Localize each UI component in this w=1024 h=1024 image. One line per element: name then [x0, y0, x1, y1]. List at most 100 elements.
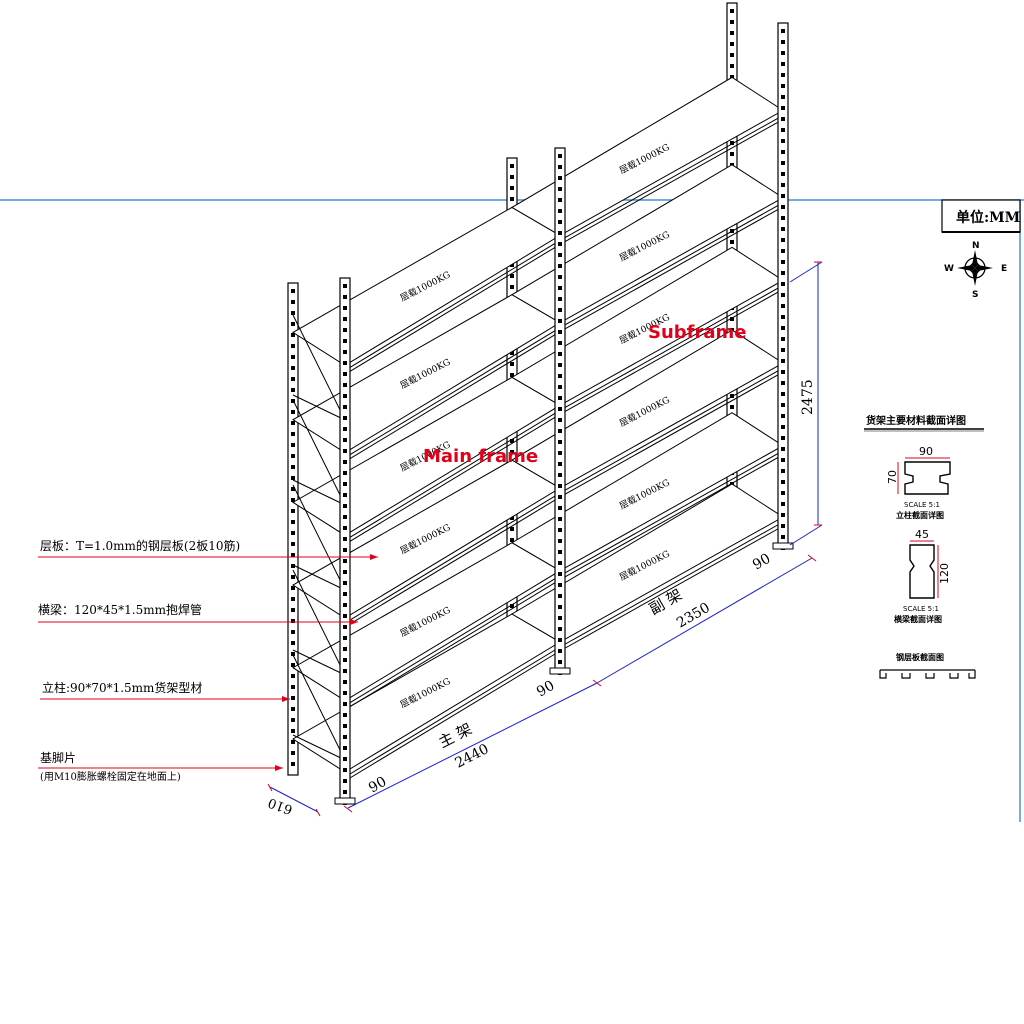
back-post-hole: [291, 410, 295, 414]
callout-upright: 立柱:90*70*1.5mm货架型材: [42, 680, 202, 695]
compass-icon: N S E W: [944, 241, 1007, 300]
front-post-1-hole: [558, 517, 562, 521]
front-post-0-hole: [343, 746, 347, 750]
back-post-hole: [291, 762, 295, 766]
front-post-2-hole: [781, 469, 785, 473]
front-post-0-hole: [343, 339, 347, 343]
front-post-2-hole: [781, 95, 785, 99]
front-post-2-hole: [781, 62, 785, 66]
back-post-hole: [291, 432, 295, 436]
beam-front: [559, 114, 784, 241]
beam-front: [344, 327, 561, 459]
beam-front: [344, 409, 561, 541]
front-post-2-hole: [781, 249, 785, 253]
front-post-0-hole: [343, 284, 347, 288]
back-post-hole: [291, 674, 295, 678]
beam-front-lower: [344, 331, 561, 463]
front-post-0-hole: [343, 306, 347, 310]
front-post-2-hole: [781, 403, 785, 407]
front-post-1-hole: [558, 319, 562, 323]
front-post-2-hole: [781, 315, 785, 319]
front-post-2-footplate: [772, 542, 794, 550]
front-post-0-hole: [343, 680, 347, 684]
front-post-0-hole: [343, 636, 347, 640]
back-post-hole: [510, 175, 514, 179]
front-post-2-hole: [781, 392, 785, 396]
front-post-0-hole: [343, 482, 347, 486]
back-post-hole: [730, 31, 734, 35]
front-post-1-hole: [558, 627, 562, 631]
brace-horiz: [292, 649, 346, 676]
front-post-1-hole: [558, 506, 562, 510]
front-post-2-hole: [781, 40, 785, 44]
front-post-1-hole: [558, 385, 562, 389]
dim-post-c: 90: [750, 551, 773, 574]
front-post-0-hole: [343, 603, 347, 607]
front-post-0-hole: [343, 669, 347, 673]
back-post-hole: [730, 64, 734, 68]
front-post-1-hole: [558, 154, 562, 158]
beam-front-lower: [344, 496, 561, 628]
front-post-0-hole: [343, 295, 347, 299]
back-post-hole: [291, 443, 295, 447]
front-post-2-hole: [781, 370, 785, 374]
front-post-0-hole: [343, 537, 347, 541]
front-post-0-hole: [343, 405, 347, 409]
front-post-1-hole: [558, 165, 562, 169]
back-post-hole: [291, 729, 295, 733]
front-post-0-hole: [343, 702, 347, 706]
front-post-2-hole: [781, 260, 785, 264]
beam-front: [344, 575, 561, 707]
back-post-hole: [730, 317, 734, 321]
back-post-hole: [291, 707, 295, 711]
back-post-hole: [291, 465, 295, 469]
brace-horiz: [292, 394, 346, 421]
callout-deck: 层板：T=1.0mm的钢层板(2板10筋): [40, 538, 240, 553]
back-post-hole: [510, 516, 514, 520]
beam-front-lower: [344, 243, 561, 375]
back-post-hole: [291, 531, 295, 535]
front-post-0-hole: [343, 647, 347, 651]
back-post-hole: [291, 553, 295, 557]
front-post-2-hole: [781, 150, 785, 154]
beam-section-icon: [909, 540, 939, 599]
front-post-0-hole: [343, 383, 347, 387]
front-post-0-hole: [343, 724, 347, 728]
back-post-hole: [291, 289, 295, 293]
beam-front-lower: [344, 650, 561, 782]
front-post-2-hole: [781, 524, 785, 528]
front-post-1-hole: [558, 176, 562, 180]
compass-s: S: [972, 290, 978, 300]
back-post-hole: [510, 274, 514, 278]
brace-diag: [292, 399, 346, 506]
back-post-hole: [291, 575, 295, 579]
deck-caption: 钢层板截面图: [896, 652, 944, 662]
front-post-2-hole: [781, 381, 785, 385]
front-post-1-hole: [558, 407, 562, 411]
back-post-hole: [291, 619, 295, 623]
back-post-hole: [291, 564, 295, 568]
dim-post-a: 90: [366, 774, 389, 797]
front-post-1-hole: [558, 572, 562, 576]
front-post-1-hole: [558, 649, 562, 653]
section-details: 货架主要材料截面详图 90 70 SCALE 5:1 立柱截面详图 45 120…: [864, 414, 984, 679]
front-post-2-hole: [781, 29, 785, 33]
front-post-2-hole: [781, 227, 785, 231]
dim-height: 2475: [800, 379, 816, 415]
front-post-0-hole: [343, 427, 347, 431]
beam-scale: SCALE 5:1: [903, 605, 939, 613]
dim-post-b: 90: [534, 678, 557, 701]
back-post-hole: [291, 311, 295, 315]
front-post-0-hole: [343, 471, 347, 475]
front-post-1-hole: [558, 352, 562, 356]
front-post-1-hole: [558, 396, 562, 400]
front-post-2-hole: [781, 238, 785, 242]
front-post-2-hole: [781, 293, 785, 297]
beam-width: 45: [915, 528, 929, 541]
shelf-deck: [511, 412, 784, 572]
front-post-2-hole: [781, 502, 785, 506]
front-post-1-hole: [558, 484, 562, 488]
front-post-2-hole: [781, 128, 785, 132]
front-post-0-hole: [343, 790, 347, 794]
